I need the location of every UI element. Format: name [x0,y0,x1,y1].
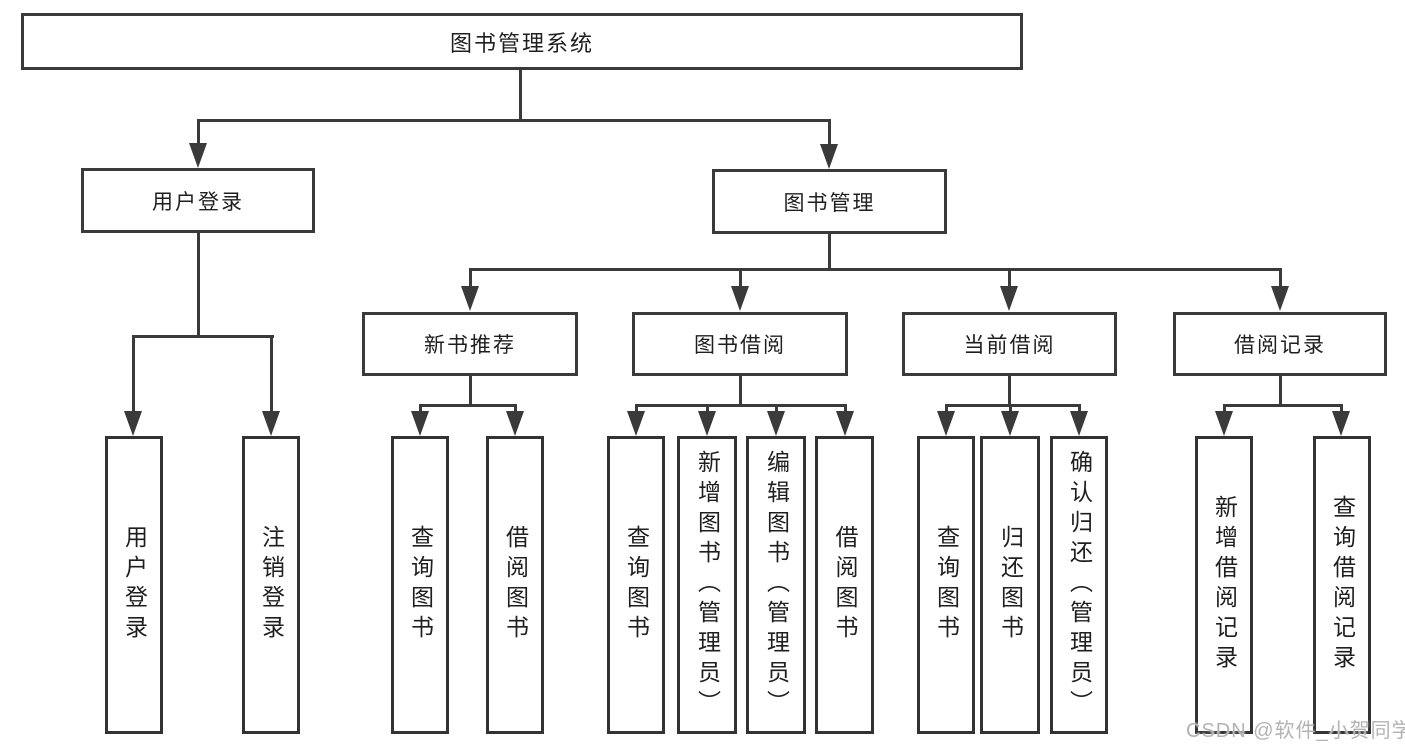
arrow-down-icon [1215,411,1233,436]
connector-line [469,375,472,407]
connector-line [1008,268,1011,290]
node-label: 当前借阅 [963,334,1056,357]
connector-line [1009,404,1012,414]
connector-line [828,119,831,147]
connector-line [945,404,948,414]
leaf-label: 用户登录 [121,525,148,645]
connector-line [519,69,522,121]
node-label: 借阅记录 [1234,334,1326,357]
node-book-management: 图书管理 [712,169,947,234]
node-current-borrow: 当前借阅 [902,312,1117,376]
node-label: 用户登录 [152,190,244,214]
connector-line [132,335,274,338]
node-label: 新书推荐 [424,334,516,357]
leaf-logout: 注销登录 [242,436,300,734]
connector-line [132,335,135,413]
node-root-library-system: 图书管理系统 [21,13,1023,70]
leaf-return-books: 归还图书 [980,436,1040,734]
connector-line [844,404,847,414]
connector-line [635,404,638,414]
connector-line [635,404,847,407]
arrow-down-icon [461,286,479,311]
connector-line [197,119,831,122]
connector-line [739,268,742,290]
connector-line [197,232,200,338]
connector-line [775,404,778,414]
connector-line [197,119,200,147]
connector-line [1223,404,1226,414]
connector-line [1279,375,1282,407]
arrow-down-icon [1271,286,1289,311]
leaf-label: 借阅图书 [502,525,529,645]
arrow-down-icon [1332,411,1350,436]
arrow-down-icon [506,411,524,436]
leaf-label: 注销登录 [258,525,285,645]
node-new-book-recommend: 新书推荐 [362,312,578,376]
connector-line [1078,404,1081,414]
arrow-down-icon [836,411,854,436]
arrow-down-icon [937,411,955,436]
arrow-down-icon [411,411,429,436]
node-borrow-records: 借阅记录 [1173,312,1387,376]
arrow-down-icon [189,143,207,168]
leaf-confirm-return-admin: 确认归还（管理员） [1050,436,1108,734]
leaf-edit-books-admin: 编辑图书（管理员） [746,436,806,734]
arrow-down-icon [731,286,749,311]
leaf-query-books-borrow: 查询图书 [607,436,665,734]
leaf-label: 查询图书 [933,525,960,645]
connector-line [1340,404,1343,414]
leaf-label: 查询图书 [407,525,434,645]
arrow-down-icon [820,144,838,169]
leaf-label: 归还图书 [997,525,1024,645]
arrow-down-icon [767,411,785,436]
leaf-label: 确认归还（管理员） [1066,450,1093,720]
csdn-watermark: CSDN @软件_小贺同学 [1186,720,1405,742]
leaf-query-books-recommend: 查询图书 [391,436,449,734]
leaf-query-books-current: 查询图书 [917,436,975,734]
connector-line [1008,375,1011,407]
connector-line [469,268,1282,271]
arrow-down-icon [124,411,142,436]
arrow-down-icon [262,411,280,436]
leaf-label: 新增图书（管理员） [694,450,721,720]
leaf-query-borrow-record: 查询借阅记录 [1313,436,1371,734]
node-label: 图书管理 [783,191,876,215]
leaf-label: 借阅图书 [832,525,858,645]
arrow-down-icon [698,411,716,436]
connector-line [1279,268,1282,290]
connector-line [945,404,1081,407]
connector-line [419,404,517,407]
leaf-add-books-admin: 新增图书（管理员） [677,436,737,734]
leaf-label: 新增借阅记录 [1211,495,1238,675]
arrow-down-icon [1000,286,1018,311]
connector-line [469,268,472,290]
node-label: 图书管理系统 [449,30,594,56]
leaf-label: 编辑图书（管理员） [763,450,790,720]
leaf-label: 查询借阅记录 [1329,495,1356,675]
connector-line [419,404,422,414]
leaf-user-login: 用户登录 [105,436,163,734]
connector-line [270,335,273,413]
connector-line [1223,404,1343,407]
leaf-borrow-books-recommend: 借阅图书 [486,436,544,734]
connector-line [514,404,517,414]
node-book-borrow: 图书借阅 [632,312,848,376]
arrow-down-icon [1070,411,1088,436]
arrow-down-icon [627,411,645,436]
leaf-add-borrow-record: 新增借阅记录 [1195,436,1253,734]
leaf-label: 查询图书 [623,525,650,645]
node-label: 图书借阅 [694,334,786,357]
connector-line [828,233,831,271]
node-user-login: 用户登录 [81,168,315,233]
leaf-borrow-books: 借阅图书 [815,436,874,734]
connector-line [706,404,709,414]
arrow-down-icon [1001,411,1019,436]
connector-line [739,375,742,407]
